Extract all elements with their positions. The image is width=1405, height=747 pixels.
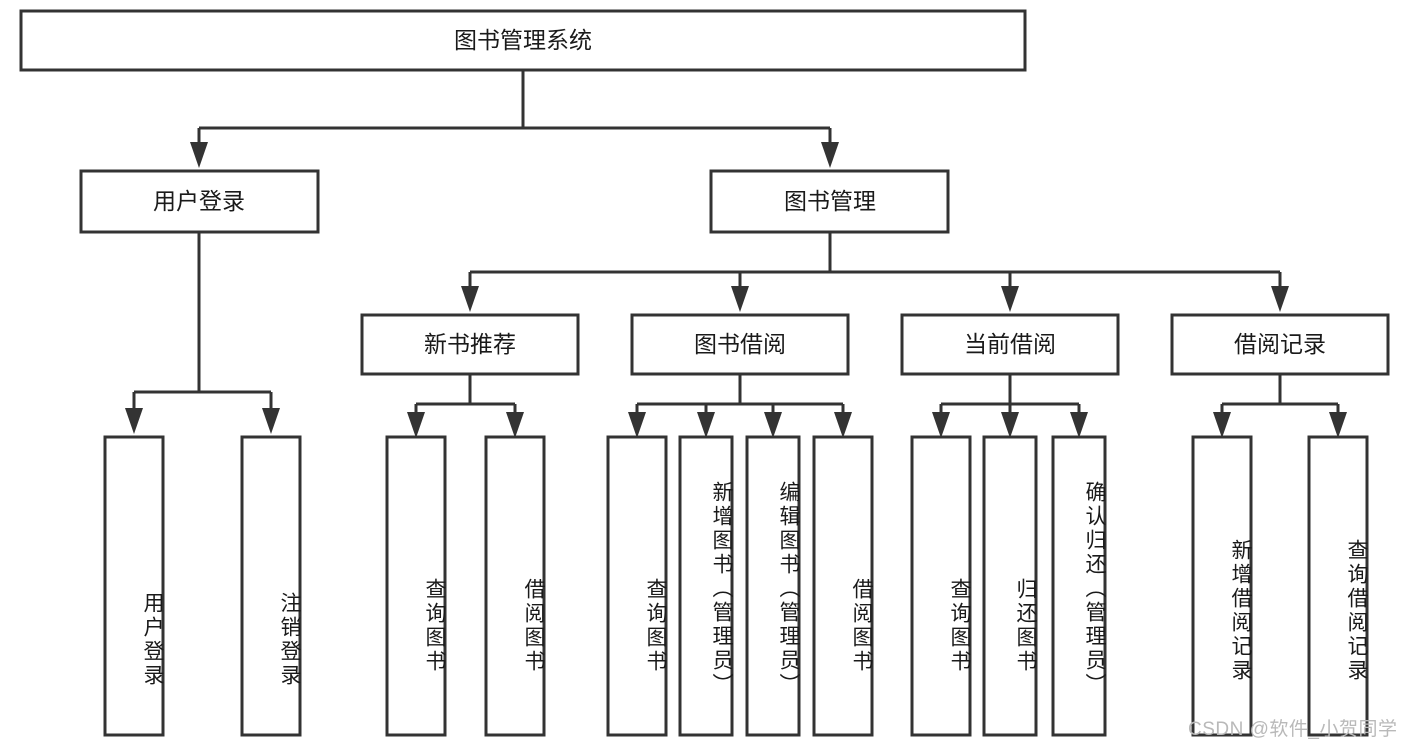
node-book-management-label: 图书管理 [784, 188, 876, 214]
node-book-borrow-label: 图书借阅 [694, 331, 786, 357]
node-book-management[interactable]: 图书管理 [709, 169, 950, 234]
leaf-box-query-book-3[interactable] [910, 435, 972, 737]
node-current-borrow-label: 当前借阅 [964, 331, 1056, 357]
leaf-box-confirm-return-admin[interactable] [1051, 435, 1107, 737]
leaf-box-query-book-2[interactable] [606, 435, 668, 737]
leaf-box-user-login[interactable] [103, 435, 165, 737]
leaf-box-borrow-book-2[interactable] [812, 435, 874, 737]
node-borrow-record-label: 借阅记录 [1234, 331, 1326, 357]
node-book-borrow[interactable]: 图书借阅 [630, 313, 850, 376]
node-new-book-recommend-label: 新书推荐 [424, 331, 516, 357]
connector-root-to-level2 [190, 70, 839, 168]
connector-userlogin-to-leaves [125, 232, 280, 434]
connector-borrowrecord-to-leaves [1213, 374, 1347, 438]
leaf-box-query-borrow-record[interactable] [1307, 435, 1369, 737]
node-root-label: 图书管理系统 [454, 27, 592, 53]
leaf-box-return-book[interactable] [982, 435, 1038, 737]
node-root[interactable]: 图书管理系统 [19, 9, 1027, 72]
node-new-book-recommend[interactable]: 新书推荐 [360, 313, 580, 376]
node-user-login-label: 用户登录 [153, 188, 245, 214]
csdn-watermark: CSDN @软件_小贺同学 [1188, 719, 1398, 740]
leaf-box-edit-book-admin[interactable] [745, 435, 801, 737]
leaf-box-logout-login[interactable] [240, 435, 302, 737]
connector-bookmgmt-to-level3 [461, 232, 1289, 312]
node-current-borrow[interactable]: 当前借阅 [900, 313, 1120, 376]
leaf-box-query-book-1[interactable] [385, 435, 447, 737]
node-borrow-record[interactable]: 借阅记录 [1170, 313, 1390, 376]
leaf-box-add-book-admin[interactable] [678, 435, 734, 737]
leaf-box-borrow-book-1[interactable] [484, 435, 546, 737]
connector-newbook-to-leaves [407, 374, 524, 438]
connector-currentborrow-to-leaves [932, 374, 1088, 438]
node-user-login[interactable]: 用户登录 [79, 169, 320, 234]
leaf-box-add-borrow-record[interactable] [1191, 435, 1253, 737]
connector-bookborrow-to-leaves [628, 374, 852, 438]
